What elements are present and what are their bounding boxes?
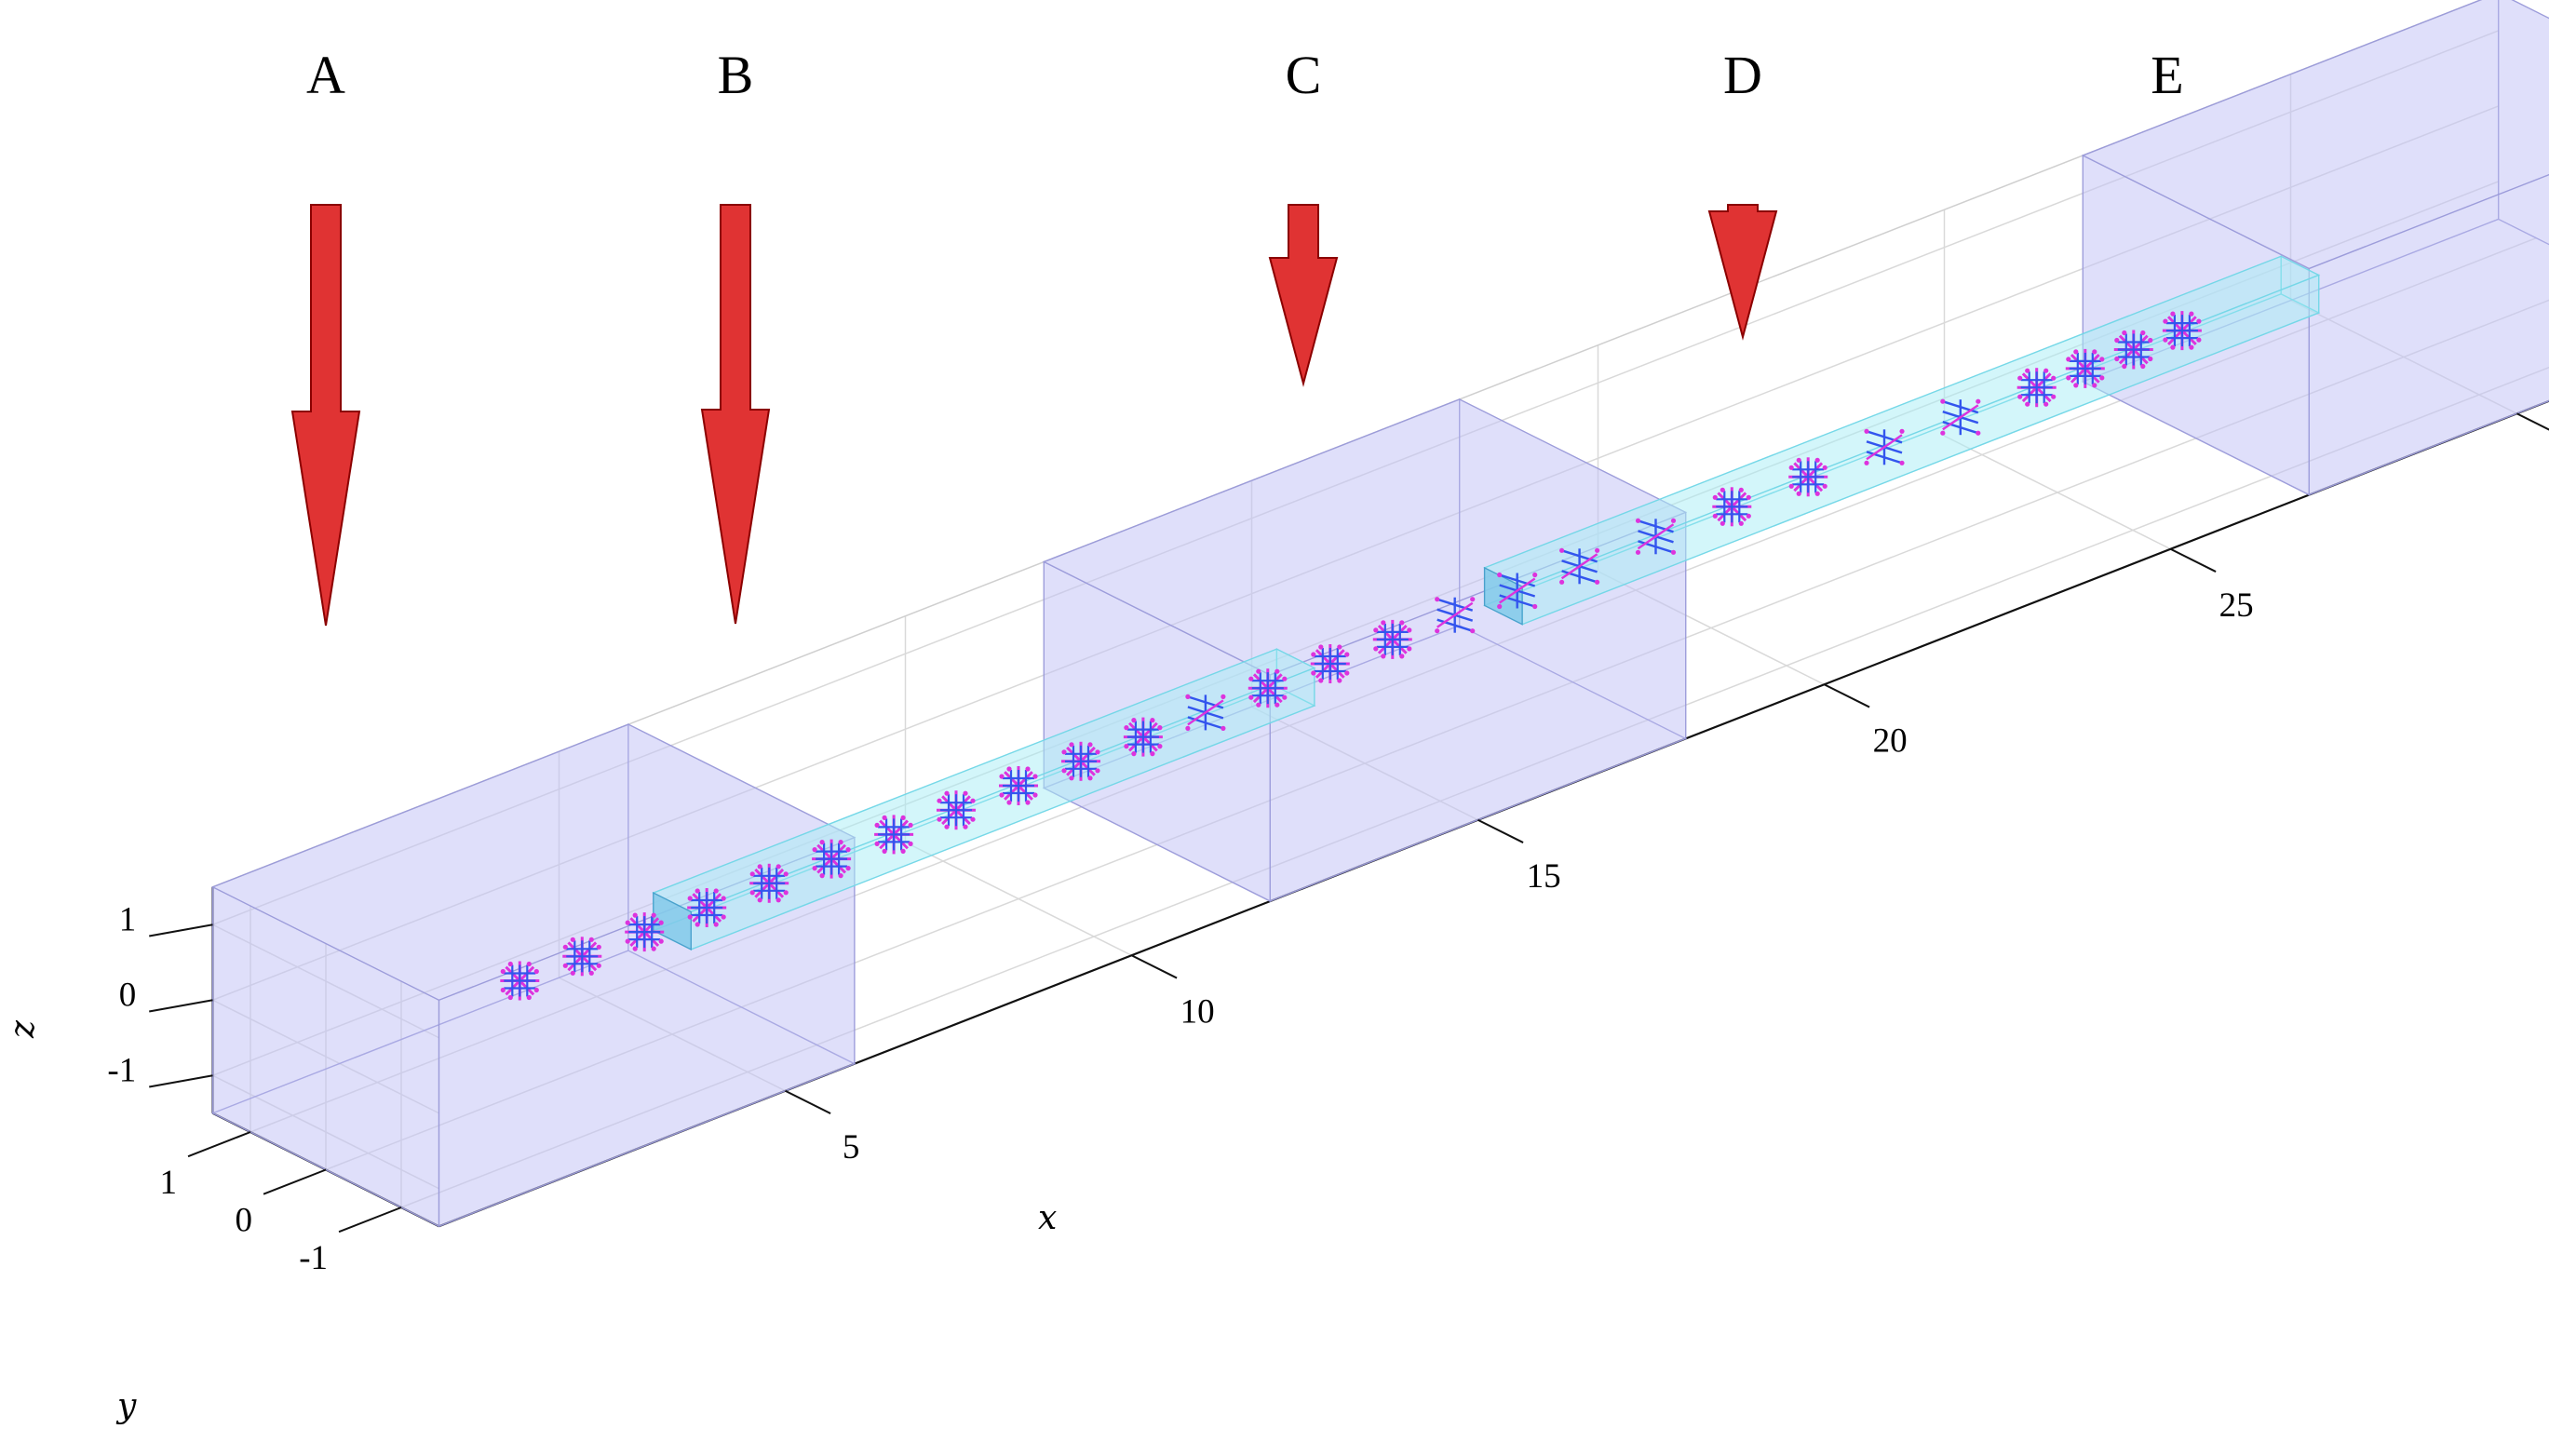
x-tick-label: 10	[1180, 993, 1215, 1031]
down-arrow-d	[1707, 204, 1778, 341]
y-tick	[263, 1168, 327, 1195]
section-label-c: C	[1286, 45, 1322, 105]
x-tick	[1131, 954, 1178, 979]
box-face	[2081, 0, 2549, 270]
x-tick	[2516, 412, 2549, 431]
site-tilted-marker	[1635, 518, 1677, 555]
y-axis-title: y	[115, 1387, 137, 1425]
x-tick-label: 20	[1873, 722, 1908, 761]
site-star-marker	[625, 912, 665, 952]
site-star-marker	[500, 961, 540, 1001]
grid-line	[325, 299, 2549, 1171]
down-arrow-a	[290, 204, 361, 627]
site-star-marker	[2065, 348, 2105, 388]
site-star-marker	[2162, 311, 2202, 351]
site-star-marker	[1372, 619, 1412, 659]
grid-line	[400, 366, 2549, 1208]
site-star-marker	[1123, 717, 1163, 757]
site-star-marker	[1248, 668, 1288, 708]
x-axis-title: x	[1038, 1199, 1057, 1237]
site-star-marker	[749, 863, 789, 903]
site-star-marker	[2113, 330, 2153, 370]
grid-line	[212, 1074, 439, 1190]
site-star-marker	[874, 815, 914, 855]
y-tick-label: 0	[236, 1202, 253, 1240]
y-tick-label: 1	[160, 1164, 178, 1202]
y-tick	[187, 1131, 251, 1158]
site-tilted-marker	[1940, 398, 1981, 436]
site-star-marker	[1310, 644, 1350, 683]
x-tick-label: 25	[2219, 586, 2254, 625]
site-tilted-marker	[1864, 428, 1905, 465]
z-tick-label: 0	[119, 977, 137, 1015]
box-face	[1269, 511, 1687, 902]
site-star-marker	[937, 790, 976, 830]
z-tick	[149, 923, 213, 937]
guide-end-face	[653, 892, 692, 950]
sites	[500, 311, 2202, 1001]
arrows	[290, 204, 1778, 627]
site-star-marker	[2016, 368, 2057, 408]
x-tick	[1477, 818, 1524, 843]
section-label-b: B	[718, 45, 754, 105]
box-face	[2308, 174, 2549, 496]
down-arrow-c	[1268, 204, 1339, 387]
site-tilted-marker	[1497, 572, 1538, 610]
x-tick	[1824, 683, 1870, 708]
z-tick	[149, 1074, 213, 1088]
z-tick-label: 1	[119, 901, 137, 939]
grid-line	[212, 999, 439, 1114]
site-star-marker	[687, 888, 727, 927]
section-labels: A B C D E	[306, 45, 2184, 105]
z-tick	[149, 999, 213, 1013]
section-label-d: D	[1723, 45, 1762, 105]
site-star-marker	[1061, 741, 1100, 781]
site-tilted-marker	[1435, 597, 1476, 634]
block-a	[210, 723, 856, 1228]
z-axis-title: z	[4, 1019, 42, 1039]
x-tick-label: 15	[1527, 857, 1561, 896]
blocks	[210, 0, 2549, 1228]
site-star-marker	[812, 839, 852, 879]
guide-2	[1483, 255, 2321, 626]
y-tick-label: -1	[299, 1239, 328, 1277]
site-star-marker	[1788, 457, 1828, 497]
grid-line	[212, 30, 2499, 925]
site-tilted-marker	[1185, 694, 1226, 731]
guide-1	[652, 648, 1316, 950]
down-arrow-b	[700, 204, 771, 625]
block-c	[1042, 398, 1688, 903]
x-tick	[785, 1089, 831, 1114]
box-face	[2498, 0, 2549, 246]
grid-line	[212, 105, 2499, 1001]
x-tick	[2170, 547, 2217, 573]
site-star-marker	[999, 766, 1038, 805]
z-tick-label: -1	[107, 1052, 136, 1090]
grid-line	[212, 181, 2499, 1076]
box-face	[438, 836, 856, 1228]
x-tick-label: 5	[843, 1128, 860, 1166]
grid-line	[250, 237, 2537, 1133]
section-label-a: A	[306, 45, 345, 105]
axes: x y z 5101520253010-110-1	[4, 412, 2549, 1425]
block-e	[2081, 0, 2549, 496]
site-star-marker	[1712, 487, 1752, 527]
section-label-e: E	[2151, 45, 2183, 105]
y-tick	[338, 1207, 402, 1234]
site-star-marker	[562, 937, 602, 977]
grid-line	[212, 923, 439, 1039]
site-tilted-marker	[1559, 547, 1600, 585]
